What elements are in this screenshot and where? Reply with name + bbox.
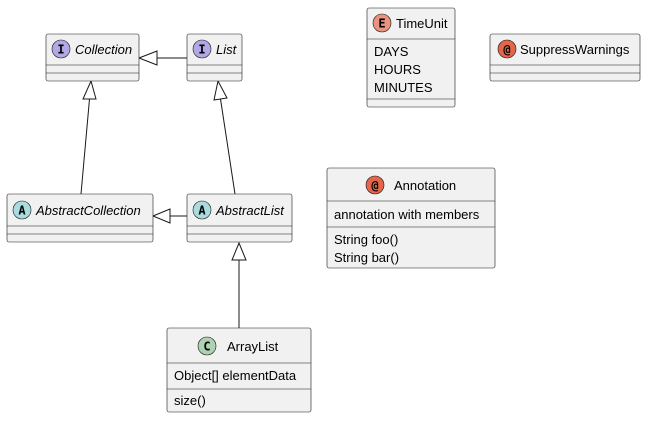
method-bar: String bar() [334, 250, 399, 265]
class-list: I List [186, 33, 243, 82]
arrowhead-list-collection [137, 50, 158, 66]
class-abstractlist-name: AbstractList [215, 203, 285, 218]
enum-icon [372, 13, 392, 33]
enum-value: HOURS [374, 62, 421, 77]
abstract-class-icon [12, 200, 32, 220]
enum-value: MINUTES [374, 80, 433, 95]
edge-abstractcollection-collection [80, 98, 90, 195]
annotation-suppresswarnings-name: SuppressWarnings [520, 42, 630, 57]
interface-glyph: I [198, 43, 205, 57]
interface-icon [192, 39, 212, 59]
arrowhead-abstractlist-abstractcollection [151, 208, 171, 224]
class-list-name: List [216, 42, 238, 57]
class-arraylist-name: ArrayList [227, 339, 279, 354]
class-collection-name: Collection [75, 42, 132, 57]
interface-icon [51, 39, 71, 59]
method-size: size() [174, 393, 206, 408]
enum-timeunit-box [366, 7, 456, 108]
class-abstractlist-box [186, 193, 293, 243]
enum-value: DAYS [374, 44, 409, 59]
class-icon [197, 336, 217, 356]
arrowhead-abstractlist-list [213, 79, 228, 101]
annotation-field: annotation with members [334, 207, 480, 222]
enum-timeunit: E TimeUnit DAYS HOURS MINUTES [366, 7, 456, 108]
arrowhead-arraylist-abstractlist [231, 241, 247, 261]
annotation-glyph: @ [371, 179, 378, 193]
annotation-icon [497, 39, 517, 59]
class-arraylist: C ArrayList Object[] elementData size() [166, 327, 312, 413]
annotation-icon [365, 175, 385, 195]
class-glyph: C [203, 340, 210, 354]
interface-glyph: I [57, 43, 64, 57]
field-elementdata: Object[] elementData [174, 368, 297, 383]
annotation-annotation-name: Annotation [394, 178, 456, 193]
enum-glyph: E [378, 17, 385, 31]
class-abstractcollection-box [6, 193, 154, 243]
annotation-annotation: @ Annotation annotation with members Str… [326, 167, 496, 269]
annotation-glyph: @ [503, 43, 510, 57]
relations [80, 50, 247, 328]
annotation-suppresswarnings-box [489, 33, 641, 82]
method-foo: String foo() [334, 232, 398, 247]
class-abstractcollection-name: AbstractCollection [35, 203, 141, 218]
class-abstractlist: A AbstractList [186, 193, 293, 243]
abstract-class-icon [192, 200, 212, 220]
edge-abstractlist-list [220, 98, 236, 195]
annotation-suppresswarnings: @ SuppressWarnings [489, 33, 641, 82]
enum-timeunit-name: TimeUnit [396, 16, 448, 31]
class-collection: I Collection [45, 33, 140, 82]
abstract-glyph: A [198, 204, 206, 218]
abstract-glyph: A [18, 204, 26, 218]
class-abstractcollection: A AbstractCollection [6, 193, 154, 243]
arrowhead-abstractcollection-collection [82, 79, 97, 100]
annotation-annotation-box [326, 167, 496, 269]
